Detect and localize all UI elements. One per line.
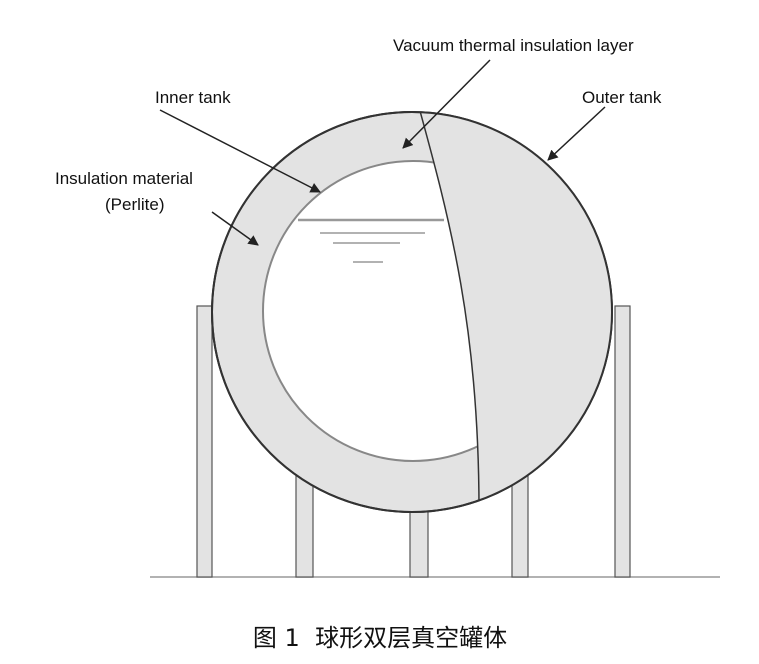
leg	[614, 305, 631, 578]
label-perlite: (Perlite)	[105, 195, 165, 214]
insulation-arrow	[211, 211, 259, 246]
figure-caption: 图 1 球形双层真空罐体	[253, 624, 507, 652]
callout-arrows	[159, 59, 606, 246]
liquid-level-lines	[298, 218, 444, 263]
outer-tank-arrow	[547, 106, 606, 161]
leg	[196, 305, 213, 578]
tank	[211, 111, 613, 513]
label-insulation-material: Insulation material	[55, 169, 193, 188]
vacuum-layer-arrow	[402, 59, 491, 149]
label-inner-tank: Inner tank	[155, 88, 231, 107]
label-outer-tank: Outer tank	[582, 88, 662, 107]
label-vacuum-layer: Vacuum thermal insulation layer	[393, 36, 634, 55]
inner-tank-arrow	[159, 109, 321, 193]
